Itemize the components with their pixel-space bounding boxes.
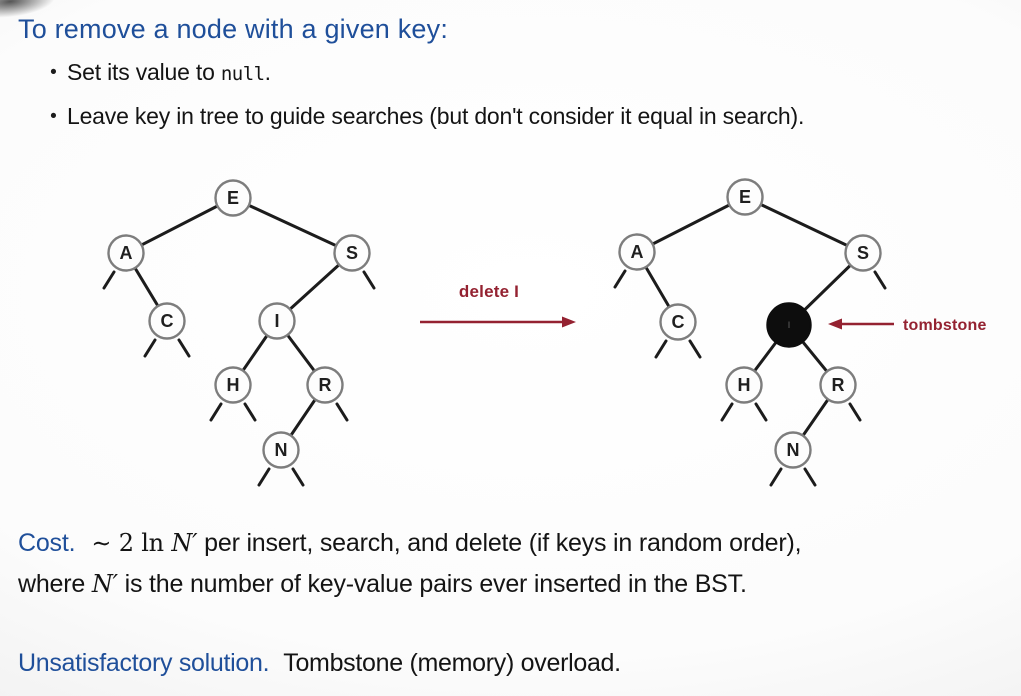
null-link	[769, 467, 783, 487]
tree-edge	[231, 196, 354, 255]
tree-node-a: A	[107, 234, 145, 272]
null-link	[362, 270, 376, 290]
tree-node-r: R	[306, 366, 344, 404]
null-link	[209, 402, 223, 422]
bullet-text-pre: Leave key in tree to guide searches (but…	[67, 103, 805, 129]
node-label: E	[227, 188, 239, 208]
node-label: C	[672, 312, 685, 332]
null-link	[654, 339, 668, 359]
tree-node-i: I	[258, 302, 296, 340]
node-label: I	[274, 311, 279, 331]
bullet-item: • Leave key in tree to guide searches (b…	[40, 102, 970, 133]
tree-edge	[124, 196, 235, 255]
cost-line2-rest: is the number of key-value pairs ever in…	[117, 570, 747, 598]
null-link	[243, 402, 257, 422]
unsatisfactory-paragraph: Unsatisfactory solution. Tombstone (memor…	[18, 649, 998, 678]
tombstone-arrow-head	[828, 318, 842, 330]
cost-variable: N′	[171, 529, 198, 557]
tree-edge	[635, 195, 747, 254]
tombstone-arrow-label: tombstone	[903, 317, 987, 334]
node-label: I	[788, 320, 791, 330]
null-link	[257, 467, 271, 487]
null-link	[291, 467, 305, 487]
tree-node-e: E	[726, 178, 764, 216]
tree-node-a: A	[618, 233, 656, 271]
delete-arrow: delete I	[420, 282, 576, 328]
tree-node-h: H	[725, 366, 763, 404]
node-label: S	[346, 243, 358, 263]
tree-node-r: R	[819, 366, 857, 404]
bullet-dot: •	[50, 106, 57, 127]
bst-after-delete: E A S C I H R N	[613, 178, 887, 487]
null-link	[688, 339, 702, 359]
tree-node-n: N	[774, 431, 812, 469]
cost-math: ∼ 2 ln	[91, 529, 172, 557]
bullet-item: • Set its value to null.	[40, 58, 970, 89]
null-link	[873, 270, 887, 290]
null-link	[803, 467, 817, 487]
node-label: E	[739, 187, 751, 207]
unsatisfactory-label: Unsatisfactory solution.	[18, 649, 270, 677]
tree-node-c: C	[148, 302, 186, 340]
node-label: A	[631, 242, 644, 262]
node-label: N	[787, 440, 800, 460]
node-label: H	[227, 375, 240, 395]
cost-variable: N′	[91, 570, 118, 598]
delete-arrow-label: delete I	[459, 282, 519, 301]
cost-line2-pre: where	[18, 570, 92, 598]
null-link	[102, 270, 116, 290]
tombstone-node: I	[766, 302, 812, 348]
bullet-list: • Set its value to null. • Leave key in …	[40, 58, 970, 146]
bullet-dot: •	[50, 62, 57, 83]
tree-edge	[743, 195, 865, 255]
tree-node-n: N	[262, 431, 300, 469]
null-link	[754, 402, 768, 422]
tree-node-e: E	[214, 179, 252, 217]
node-label: A	[120, 243, 133, 263]
cost-line1-rest: per insert, search, and delete (if keys …	[197, 529, 802, 557]
bst-before-delete: E A S C I H R N	[102, 179, 376, 487]
bullet-text: Leave key in tree to guide searches (but…	[67, 102, 970, 133]
bullet-text-pre: Set its value to	[67, 59, 221, 85]
node-label: H	[738, 375, 751, 395]
null-link	[143, 338, 157, 358]
bullet-text-post: .	[264, 59, 271, 85]
null-link	[720, 402, 734, 422]
node-label: N	[275, 440, 288, 460]
tree-node-s: S	[333, 234, 371, 272]
tree-node-c: C	[659, 303, 697, 341]
code-null: null	[220, 63, 265, 85]
node-label: S	[857, 243, 869, 263]
delete-arrow-head	[562, 316, 576, 328]
node-label: C	[161, 311, 174, 331]
tree-node-h: H	[214, 366, 252, 404]
bullet-text: Set its value to null.	[67, 58, 970, 89]
null-link	[848, 402, 862, 422]
cost-paragraph: Cost. ∼ 2 ln N′ per insert, search, and d…	[18, 523, 998, 605]
null-link	[613, 269, 627, 289]
unsatisfactory-text: Tombstone (memory) overload.	[283, 649, 621, 677]
null-link	[335, 402, 349, 422]
cost-label: Cost.	[18, 529, 76, 557]
null-link	[177, 338, 191, 358]
tombstone-arrow: tombstone	[828, 317, 987, 334]
node-label: R	[832, 375, 845, 395]
page-title: To remove a node with a given key:	[18, 14, 449, 44]
node-label: R	[319, 375, 332, 395]
tree-node-s: S	[844, 234, 882, 272]
